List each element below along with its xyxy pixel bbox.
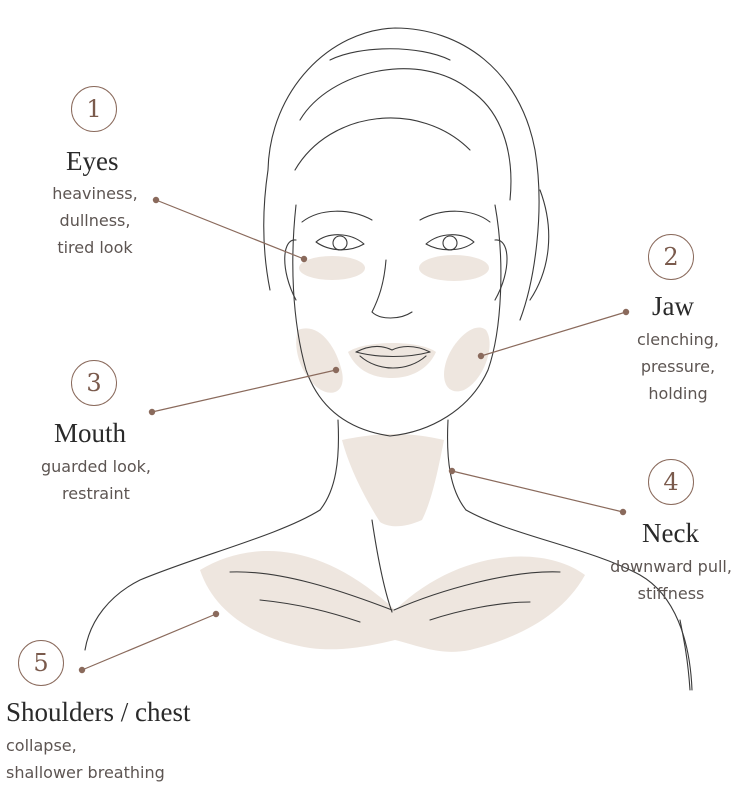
region-desc-line: clenching, [618,326,738,353]
region-number-shoulders: 5 [18,640,64,686]
leader-eyes [156,200,304,259]
region-desc-neck: downward pull, stiffness [604,553,738,607]
leader-jaw [481,312,626,356]
jaw-highlight [444,328,490,392]
region-desc-line: shallower breathing [6,759,206,786]
region-desc-line: downward pull, [604,553,738,580]
region-desc-line: tired look [40,234,150,261]
region-desc-line: holding [618,380,738,407]
shoulders-highlight [200,551,585,652]
region-desc-line: restraint [30,480,162,507]
region-desc-line: heaviness, [40,180,150,207]
region-number-jaw: 2 [648,234,694,280]
eyes-highlight-right [419,255,489,281]
lips-highlight [348,343,436,378]
region-number-eyes: 1 [71,86,117,132]
region-desc-line: stiffness [604,580,738,607]
region-desc-line: guarded look, [30,453,162,480]
region-desc-shoulders: collapse, shallower breathing [6,732,206,786]
region-desc-line: dullness, [40,207,150,234]
region-desc-line: collapse, [6,732,206,759]
region-desc-eyes: heaviness, dullness, tired look [40,180,150,261]
leader-shoulders [82,614,216,670]
leader-neck [452,471,623,512]
region-desc-mouth: guarded look, restraint [30,453,162,507]
region-title-shoulders: Shoulders / chest [6,697,190,728]
leader-mouth [152,370,336,412]
region-number-neck: 4 [648,459,694,505]
region-desc-line: pressure, [618,353,738,380]
region-title-mouth: Mouth [54,418,126,449]
region-number-mouth: 3 [71,360,117,406]
region-title-jaw: Jaw [652,291,694,322]
region-title-neck: Neck [642,518,699,549]
eyes-highlight-left [299,256,365,280]
region-title-eyes: Eyes [66,146,118,177]
region-desc-jaw: clenching, pressure, holding [618,326,738,407]
neck-highlight [342,434,444,526]
